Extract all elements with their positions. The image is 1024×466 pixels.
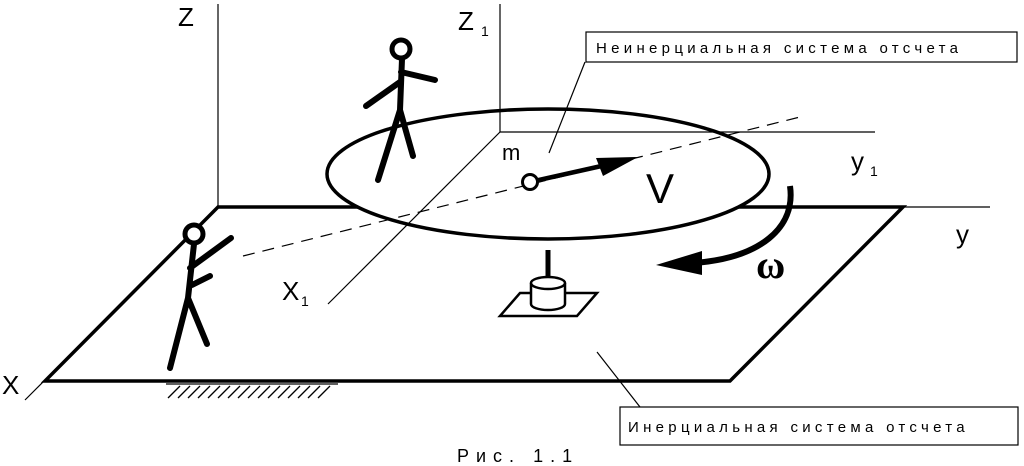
support-cylinder-top xyxy=(529,275,567,291)
noninertial-callout-box xyxy=(585,31,1018,63)
x1-label: X xyxy=(282,276,299,306)
mass-label: m xyxy=(502,140,520,165)
z1-subscript: 1 xyxy=(481,23,489,39)
x1-subscript: 1 xyxy=(301,293,309,309)
rotation-arrow-shaft xyxy=(693,185,794,266)
disk-support xyxy=(497,250,600,318)
rotation-arrow xyxy=(656,185,794,275)
velocity-label: V xyxy=(646,165,674,212)
noninertial-leader xyxy=(548,61,586,154)
line-of-sight xyxy=(242,116,801,257)
angular-velocity-label: ω xyxy=(756,242,785,287)
support-cylinder xyxy=(529,283,567,312)
figure-caption: Рис. 1.1 xyxy=(457,446,579,466)
z1-label: Z xyxy=(458,6,474,36)
noninertial-callout-text: Неинерциальная система отсчета xyxy=(596,40,962,57)
callout-leaders xyxy=(548,61,641,408)
ground-hatching xyxy=(166,383,338,399)
disk-observer-body xyxy=(363,56,438,183)
mass-point xyxy=(521,173,539,191)
inertial-callout-text: Инерциальная система отсчета xyxy=(628,419,969,436)
x1-axis xyxy=(327,131,501,305)
ground-observer-figure xyxy=(167,222,234,371)
velocity-arrow-shaft xyxy=(529,162,607,185)
y1-label: y xyxy=(851,146,864,176)
z-label: Z xyxy=(178,2,194,32)
y-label: y xyxy=(956,219,969,249)
inertial-callout: Инерциальная система отсчета xyxy=(619,406,1019,446)
disk-observer-head xyxy=(389,37,413,61)
x-label: X xyxy=(2,370,19,400)
noninertial-callout: Неинерциальная система отсчета xyxy=(585,31,1018,63)
ground-observer-body xyxy=(167,235,234,371)
mass-point-group xyxy=(521,157,638,191)
disk-observer-figure xyxy=(363,37,438,183)
velocity-arrowhead xyxy=(596,157,638,176)
inertial-leader xyxy=(596,351,641,408)
inertial-callout-box xyxy=(619,406,1019,446)
rotation-arrowhead xyxy=(656,251,702,275)
noninertial-axes xyxy=(327,4,875,305)
rotating-disk xyxy=(325,107,771,241)
ground-observer-head xyxy=(182,222,206,246)
y1-subscript: 1 xyxy=(870,163,878,179)
